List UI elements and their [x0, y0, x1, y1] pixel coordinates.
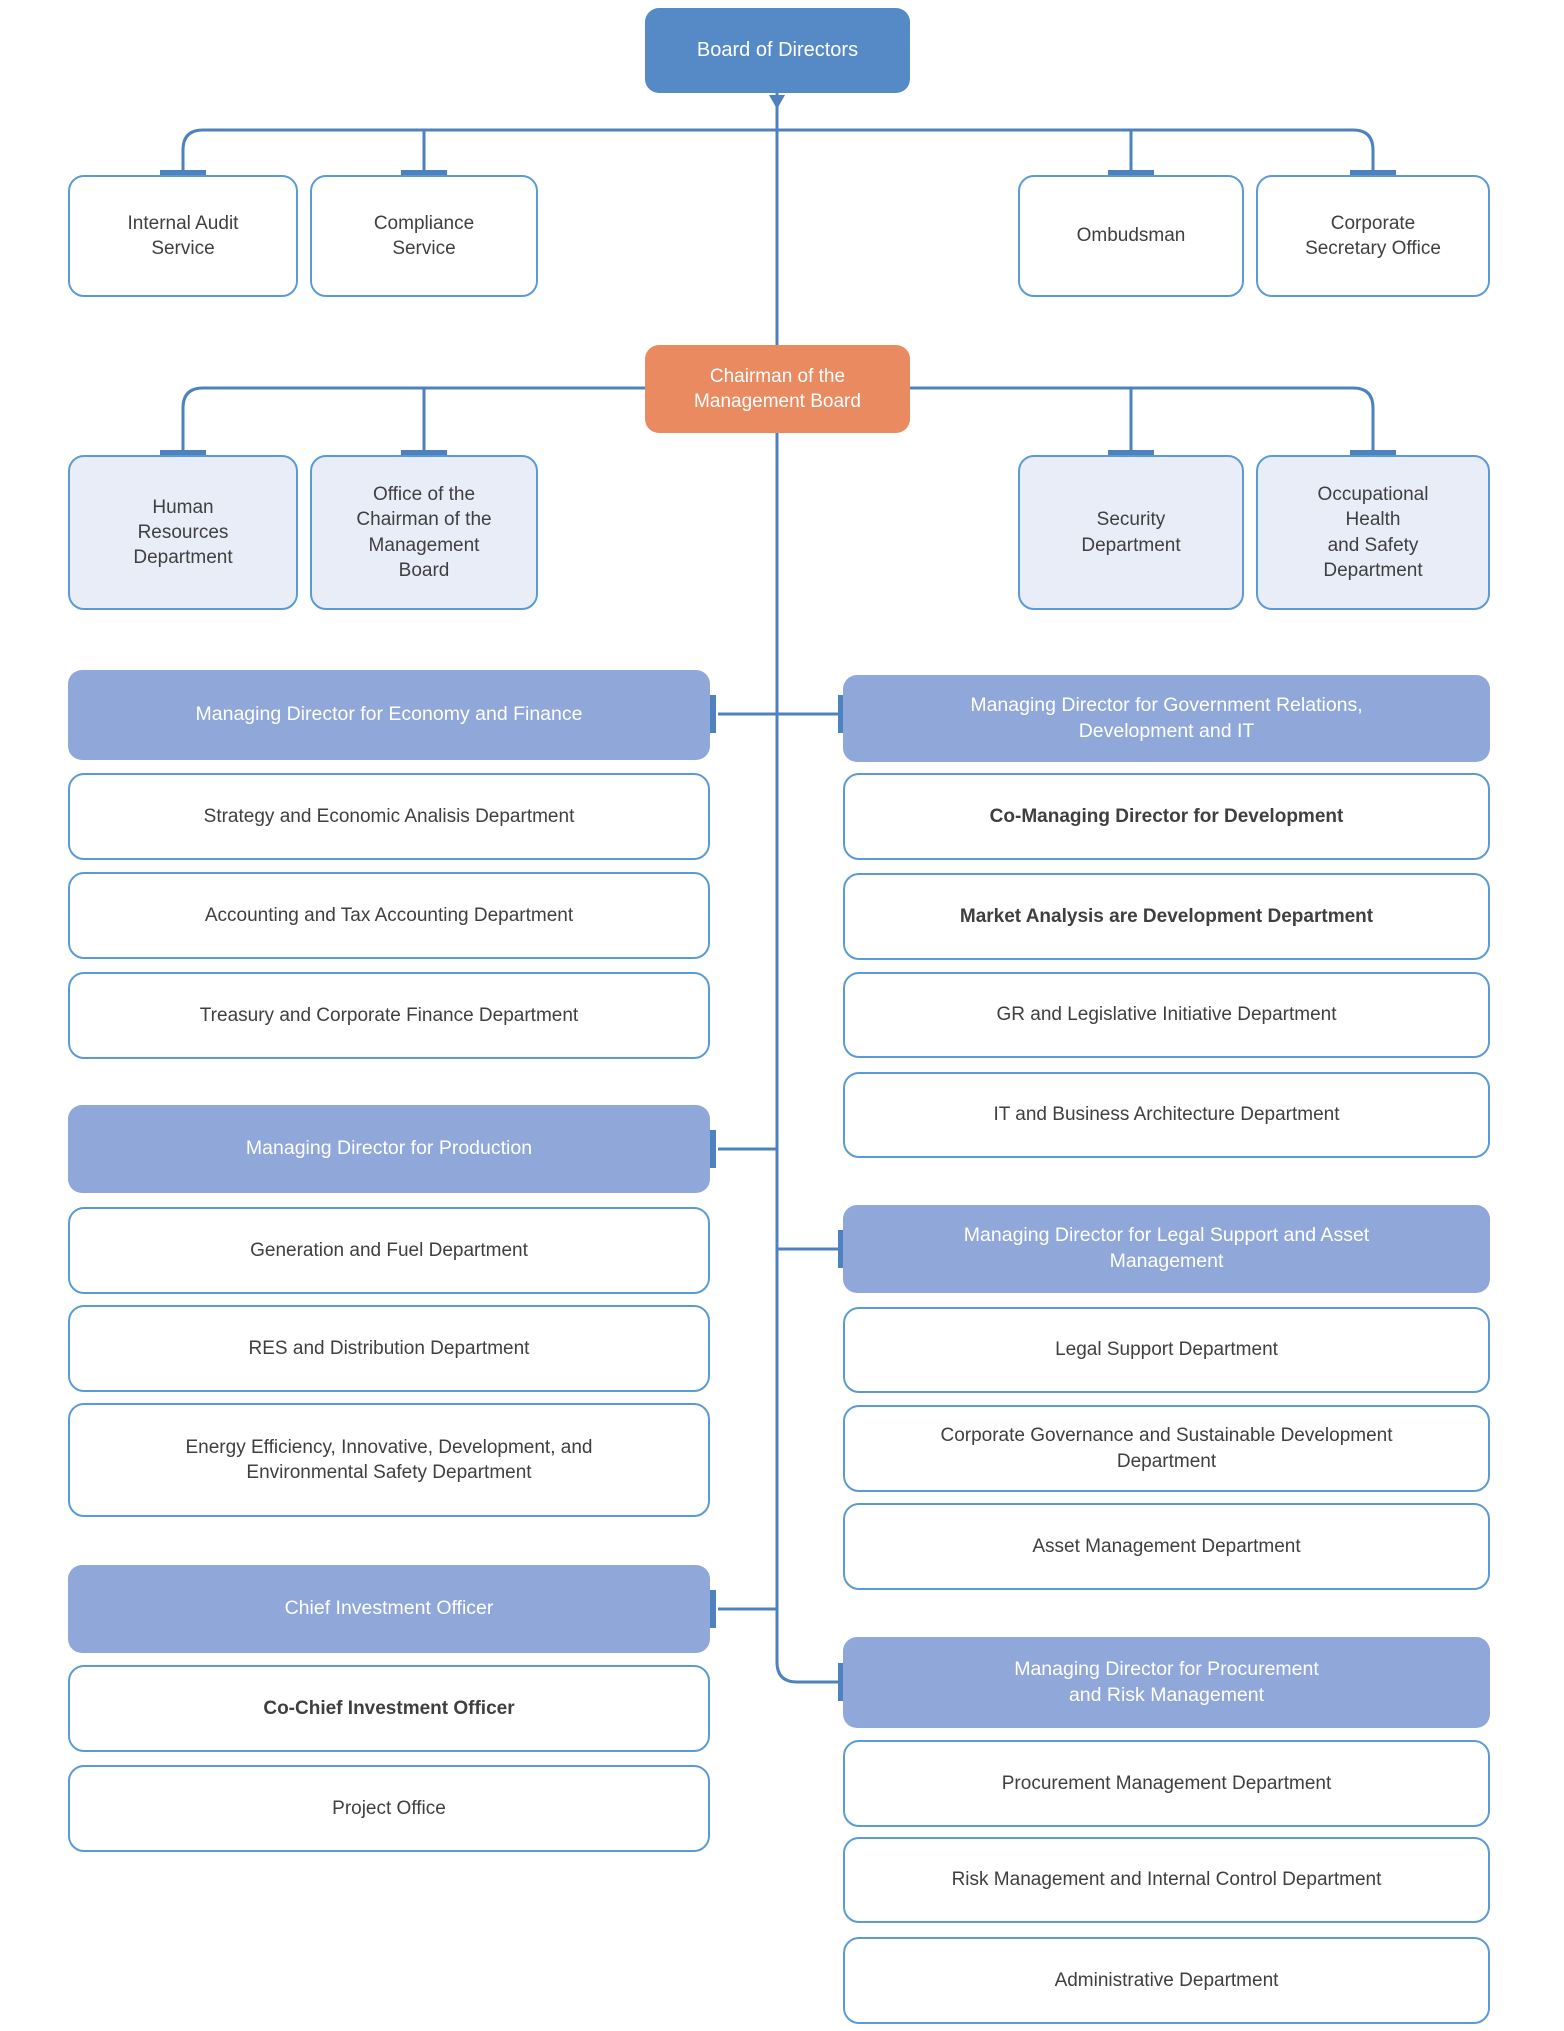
node-res-distribution: RES and Distribution Department: [68, 1305, 710, 1392]
node-gr-legislative-initiative: GR and Legislative Initiative Department: [843, 972, 1490, 1058]
node-compliance-service: Compliance Service: [310, 175, 538, 297]
node-treasury-corporate-finance: Treasury and Corporate Finance Departmen…: [68, 972, 710, 1059]
node-security-department: Security Department: [1018, 455, 1244, 610]
node-corporate-secretary-office: Corporate Secretary Office: [1256, 175, 1490, 297]
node-md-production: Managing Director for Production: [68, 1105, 710, 1193]
node-chairman-management-board: Chairman of the Management Board: [645, 345, 910, 433]
node-co-chief-investment-officer: Co-Chief Investment Officer: [68, 1665, 710, 1752]
node-md-government-relations-it: Managing Director for Government Relatio…: [843, 675, 1490, 762]
node-energy-efficiency-environmental: Energy Efficiency, Innovative, Developme…: [68, 1403, 710, 1517]
node-md-economy-finance: Managing Director for Economy and Financ…: [68, 670, 710, 760]
node-project-office: Project Office: [68, 1765, 710, 1852]
node-board-of-directors: Board of Directors: [645, 8, 910, 93]
node-risk-management-internal-control: Risk Management and Internal Control Dep…: [843, 1837, 1490, 1923]
node-market-analysis-development: Market Analysis are Development Departme…: [843, 873, 1490, 960]
node-asset-management: Asset Management Department: [843, 1503, 1490, 1590]
node-it-business-architecture: IT and Business Architecture Department: [843, 1072, 1490, 1158]
node-internal-audit-service: Internal Audit Service: [68, 175, 298, 297]
node-administrative: Administrative Department: [843, 1937, 1490, 2024]
node-md-procurement-risk: Managing Director for Procurement and Ri…: [843, 1637, 1490, 1728]
node-procurement-management: Procurement Management Department: [843, 1740, 1490, 1827]
node-ombudsman: Ombudsman: [1018, 175, 1244, 297]
node-co-managing-director-development: Co-Managing Director for Development: [843, 773, 1490, 860]
node-generation-fuel: Generation and Fuel Department: [68, 1207, 710, 1294]
node-legal-support: Legal Support Department: [843, 1307, 1490, 1393]
node-md-legal-asset: Managing Director for Legal Support and …: [843, 1205, 1490, 1293]
node-human-resources-department: Human Resources Department: [68, 455, 298, 610]
node-strategy-economic-analisis: Strategy and Economic Analisis Departmen…: [68, 773, 710, 860]
node-occupational-health-safety-department: Occupational Health and Safety Departmen…: [1256, 455, 1490, 610]
spine-arrowhead: [769, 95, 785, 109]
node-accounting-tax: Accounting and Tax Accounting Department: [68, 872, 710, 959]
node-office-of-chairman: Office of the Chairman of the Management…: [310, 455, 538, 610]
node-corporate-governance-sustainable: Corporate Governance and Sustainable Dev…: [843, 1405, 1490, 1492]
node-chief-investment-officer: Chief Investment Officer: [68, 1565, 710, 1653]
